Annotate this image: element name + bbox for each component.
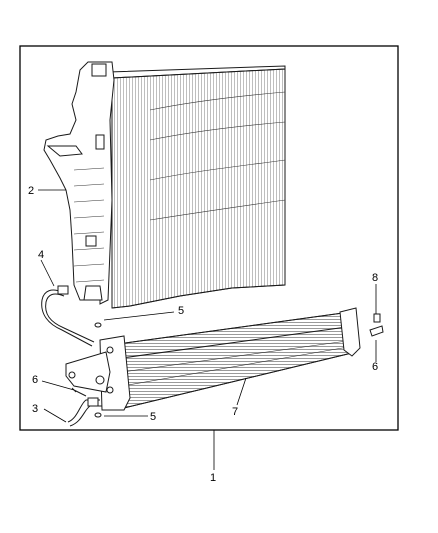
- callout-5-upper: 5: [178, 305, 184, 317]
- radiator-core: [107, 65, 286, 309]
- callout-7: 7: [232, 406, 238, 418]
- cooler-lines: [41, 285, 102, 427]
- leader-lines: [38, 189, 377, 470]
- radiator-side-tank: [43, 61, 115, 305]
- callout-3: 3: [32, 403, 38, 415]
- callout-2: 2: [28, 185, 34, 197]
- oil-cooler: [99, 307, 361, 411]
- callout-8: 8: [372, 272, 378, 284]
- callout-6-right: 6: [372, 361, 378, 373]
- cooler-bracket: [65, 351, 111, 393]
- callout-5-lower: 5: [150, 411, 156, 423]
- callout-4: 4: [38, 249, 44, 261]
- callout-1: 1: [210, 472, 216, 484]
- callout-6-left: 6: [32, 374, 38, 386]
- diagram-frame: [19, 45, 399, 431]
